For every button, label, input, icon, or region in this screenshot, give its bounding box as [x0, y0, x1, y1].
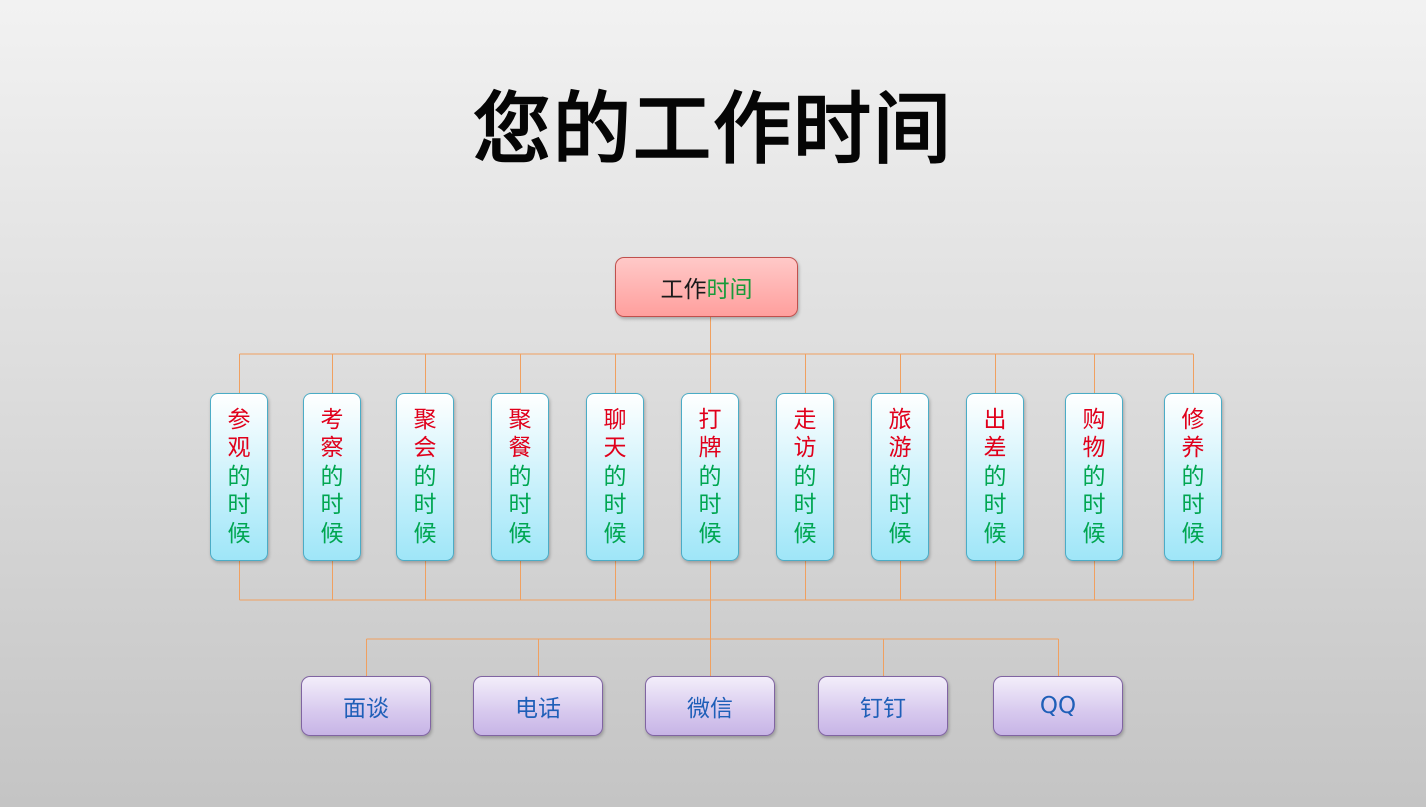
root-label-part1: 工作: [660, 277, 707, 303]
root-label-part2: 时间: [706, 277, 753, 303]
middle-node-label-part2: 的时候: [698, 463, 722, 547]
bottom-node[interactable]: 面谈: [301, 676, 431, 736]
middle-node-label-part1: 聚餐: [508, 406, 532, 462]
bottom-node[interactable]: 钉钉: [818, 676, 948, 736]
middle-node-label-part1: 旅游: [888, 406, 912, 462]
middle-node-label-part1: 出差: [983, 406, 1007, 462]
middle-node[interactable]: 考察的时候: [303, 393, 361, 561]
page-title: 您的工作时间: [472, 85, 953, 175]
middle-node-label-part1: 打牌: [698, 406, 722, 462]
middle-node[interactable]: 聚会的时候: [396, 393, 454, 561]
middle-node-label-part2: 的时候: [320, 463, 344, 547]
middle-node[interactable]: 购物的时候: [1065, 393, 1123, 561]
middle-node-label-part2: 的时候: [983, 463, 1007, 547]
middle-node-label-part1: 考察: [320, 406, 344, 462]
middle-node[interactable]: 走访的时候: [776, 393, 834, 561]
bottom-node[interactable]: 微信: [645, 676, 775, 736]
middle-node-label-part2: 的时候: [1181, 463, 1205, 547]
middle-node-label-part1: 走访: [793, 406, 817, 462]
middle-node-label-part2: 的时候: [888, 463, 912, 547]
root-node[interactable]: 工作时间: [615, 257, 798, 317]
bottom-node[interactable]: QQ: [993, 676, 1123, 736]
middle-node[interactable]: 聊天的时候: [586, 393, 644, 561]
bottom-node-label: 钉钉: [860, 696, 906, 722]
middle-node-label-part1: 聚会: [413, 406, 437, 462]
middle-node[interactable]: 打牌的时候: [681, 393, 739, 561]
middle-node-label-part2: 的时候: [603, 463, 627, 547]
middle-node-label-part2: 的时候: [508, 463, 532, 547]
middle-node-label-part2: 的时候: [793, 463, 817, 547]
bottom-node-label: QQ: [1039, 693, 1077, 719]
middle-node-label-part2: 的时候: [413, 463, 437, 547]
middle-node[interactable]: 参观的时候: [210, 393, 268, 561]
bottom-node-label: 电话: [515, 696, 561, 722]
bottom-node[interactable]: 电话: [473, 676, 603, 736]
bottom-node-label: 微信: [687, 696, 733, 722]
bottom-node-label: 面谈: [343, 696, 389, 722]
middle-node-label-part1: 聊天: [603, 406, 627, 462]
middle-node[interactable]: 出差的时候: [966, 393, 1024, 561]
middle-node-label-part1: 修养: [1181, 406, 1205, 462]
middle-node-label-part1: 参观: [227, 406, 251, 462]
middle-node-label-part1: 购物: [1082, 406, 1106, 462]
middle-node[interactable]: 聚餐的时候: [491, 393, 549, 561]
middle-node-label-part2: 的时候: [227, 463, 251, 547]
middle-node-label-part2: 的时候: [1082, 463, 1106, 547]
middle-node[interactable]: 修养的时候: [1164, 393, 1222, 561]
middle-node[interactable]: 旅游的时候: [871, 393, 929, 561]
